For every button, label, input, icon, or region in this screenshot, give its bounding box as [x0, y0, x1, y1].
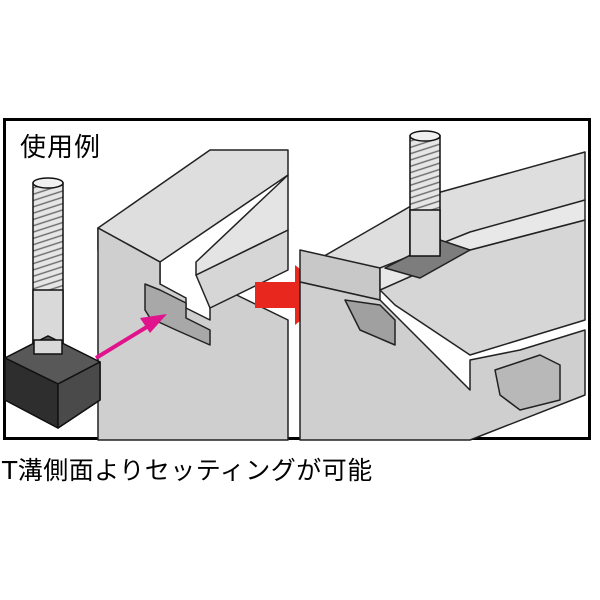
pink-arrow-icon	[94, 314, 167, 360]
tslot-block-right	[299, 151, 586, 441]
caption: T溝側面よりセッティングが可能	[2, 456, 373, 485]
tnut-stud	[4, 177, 101, 429]
usage-label: 使用例	[20, 133, 102, 163]
tslot-block-left	[97, 149, 289, 441]
stud-installed	[409, 130, 441, 257]
